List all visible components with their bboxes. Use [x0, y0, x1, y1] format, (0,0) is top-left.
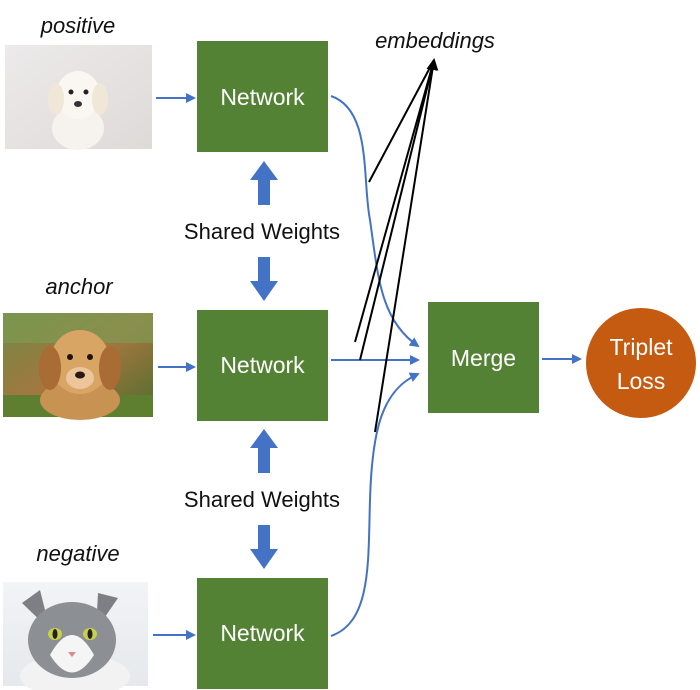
negative-to-merge-connector — [330, 372, 420, 637]
shared-weights-up-arrow-1 — [250, 161, 278, 205]
shared-weights-label-2: Shared Weights — [184, 487, 340, 512]
shared-weights-label-1: Shared Weights — [184, 219, 340, 244]
merge-box: Merge — [428, 302, 539, 413]
network-box-negative: Network — [197, 578, 328, 689]
triplet-loss-node: Triplet Loss — [586, 308, 696, 418]
loss-label-line2: Loss — [617, 368, 666, 394]
shared-weights-down-arrow-2 — [250, 525, 278, 569]
embedding-pointer-anchor-1 — [359, 59, 435, 361]
embedding-pointer-negative — [374, 58, 439, 433]
network-label-positive: Network — [220, 84, 305, 110]
anchor-label: anchor — [45, 274, 114, 299]
loss-label-line1: Triplet — [609, 334, 673, 360]
embedding-pointer-anchor-2 — [354, 59, 435, 343]
embeddings-label: embeddings — [375, 28, 495, 53]
shared-weights-down-arrow-1 — [250, 257, 278, 301]
shared-weights-up-arrow-2 — [250, 429, 278, 473]
network-box-anchor: Network — [197, 310, 328, 421]
network-label-negative: Network — [220, 620, 305, 646]
positive-to-merge-connector — [330, 95, 420, 348]
positive-image — [5, 45, 152, 150]
negative-image — [3, 582, 148, 690]
embedding-pointer-positive — [368, 59, 435, 183]
anchor-image — [3, 313, 153, 420]
network-label-anchor: Network — [220, 352, 305, 378]
negative-label: negative — [36, 541, 119, 566]
merge-label: Merge — [451, 345, 516, 371]
positive-label: positive — [40, 13, 116, 38]
network-box-positive: Network — [197, 41, 328, 152]
